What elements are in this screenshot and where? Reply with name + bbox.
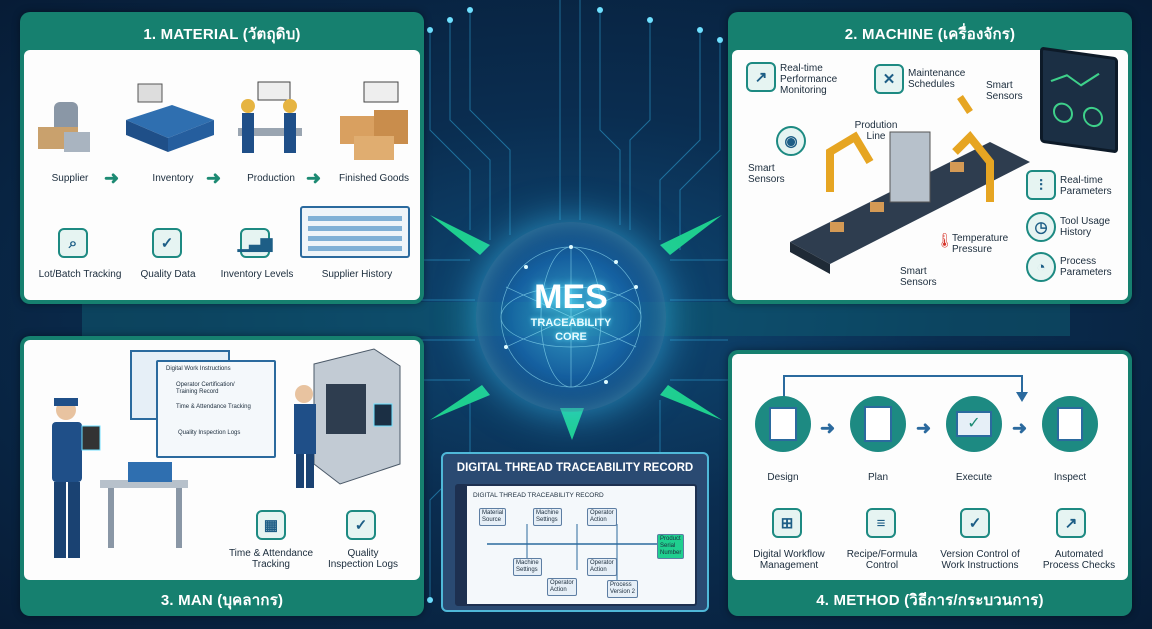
method-title: 4. METHOD (วิธีการ/กระบวนการ) [816, 592, 1044, 609]
feature-lot-batch-tracking: Lot/Batch Tracking [38, 269, 122, 280]
label-smart-sensors-top: Smart Sensors [986, 80, 1023, 102]
screen-time-attendance: Time & Attendance Tracking [176, 404, 251, 410]
node-machine-settings-2: Machine Settings [513, 558, 542, 576]
plan-icon [850, 396, 906, 452]
traceability-record-panel: DIGITAL THREAD TRACEABILITY RECORD DIGIT… [441, 452, 709, 612]
node-machine-settings: Machine Settings [533, 508, 562, 526]
method-panel: 4. METHOD (วิธีการ/กระบวนการ) [728, 350, 1132, 616]
core-subtitle-2: CORE [555, 331, 587, 343]
flow-finished-goods: Finished Goods [338, 173, 410, 184]
arrow-right-icon: ➜ [206, 168, 222, 188]
label-tool-usage-history: Tool Usage History [1060, 216, 1111, 238]
label-smart-sensors-left: Smart Sensors [748, 163, 785, 185]
workflow-icon: ⊞ [772, 508, 802, 538]
material-title: 1. MATERIAL (วัตถุดิบ) [143, 26, 301, 43]
gauge-icon: ◔ [1026, 252, 1056, 282]
feature-quality-data: Quality Data [140, 269, 196, 280]
parameters-sliders-icon: ⫶ [1026, 170, 1056, 200]
finished-goods-illustration [334, 80, 414, 164]
node-process-version: Process Version 2 [607, 580, 639, 598]
performance-monitoring-icon: ↗ [746, 62, 776, 92]
supplier-history-screen [300, 206, 410, 258]
node-operator-action: Operator Action [587, 508, 617, 526]
feature-recipe-control: Recipe/Formula Control [846, 549, 918, 571]
feature-automated-checks: Automated Process Checks [1042, 549, 1116, 571]
maintenance-wrench-icon: ✕ [874, 64, 904, 94]
feature-time-attendance: Time & Attendance Tracking [228, 548, 314, 570]
inspection-clipboard-icon: ✓ [346, 510, 376, 540]
flow-plan: Plan [867, 472, 888, 483]
method-loop-arrow [783, 375, 1028, 402]
lot-tracking-icon: ⌕ [58, 228, 88, 258]
automated-check-icon: ↗ [1056, 508, 1086, 538]
thermometer-icon: 🌡 [936, 232, 954, 248]
production-illustration [228, 78, 310, 168]
arrow-right-icon: ➜ [820, 418, 836, 438]
operator-illustration [40, 390, 190, 580]
version-control-icon: ✓ [960, 508, 990, 538]
node-product-serial: Product Serial Number [657, 534, 685, 559]
feature-inventory-levels: Inventory Levels [220, 269, 294, 280]
flow-supplier: Supplier [51, 173, 89, 184]
flow-production: Production [247, 173, 295, 184]
cnc-machine-illustration [284, 344, 404, 494]
label-maintenance-schedules: Maintenance Schedules [908, 68, 966, 90]
flow-inventory: Inventory [152, 173, 194, 184]
arrow-right-icon: ➜ [916, 418, 932, 438]
label-smart-sensors-bottom: Smart Sensors [900, 266, 937, 288]
arrow-right-icon: ➜ [1012, 418, 1028, 438]
record-title: DIGITAL THREAD TRACEABILITY RECORD [456, 462, 694, 474]
node-operator-action-3: Operator Action [547, 578, 577, 596]
tool-history-clock-icon: ◷ [1026, 212, 1056, 242]
core-subtitle-1: TRACEABILITY [530, 317, 612, 329]
man-screens: Digital Work Instructions Operator Certi… [130, 350, 280, 460]
recipe-icon: ≡ [866, 508, 896, 538]
node-operator-action-2: Operator Action [587, 558, 617, 576]
label-temperature-pressure: Temperature Pressure [952, 233, 1009, 255]
screen-work-instructions: Digital Work Instructions [166, 366, 231, 372]
label-realtime-parameters: Real-time Parameters [1060, 175, 1112, 197]
record-screen: DIGITAL THREAD TRACEABILITY RECORD Mater… [455, 484, 697, 606]
core-network-icon [500, 245, 642, 388]
screen-inspection-logs: Quality Inspection Logs [178, 430, 241, 436]
flow-inspect: Inspect [1053, 472, 1087, 483]
feature-version-control: Version Control of Work Instructions [940, 549, 1020, 571]
dashboard-monitor [1040, 46, 1118, 154]
screen-operator-certification: Operator Certification/ Training Record [176, 382, 235, 395]
label-production-line: Prodution Line [854, 120, 898, 142]
machine-title: 2. MACHINE (เครื่องจักร) [844, 26, 1016, 43]
design-icon [755, 396, 811, 452]
quality-data-icon: ✓ [152, 228, 182, 258]
man-title: 3. MAN (บุคลากร) [160, 592, 284, 609]
production-line-illustration [790, 92, 1040, 282]
sensor-icon: ◉ [776, 126, 806, 156]
feature-digital-workflow: Digital Workflow Management [753, 549, 825, 571]
execute-icon: ✓ [946, 396, 1002, 452]
core-title: MES [534, 278, 608, 316]
calendar-icon: ▦ [256, 510, 286, 540]
supplier-illustration [34, 92, 94, 162]
label-process-parameters: Process Parameters [1060, 256, 1112, 278]
feature-quality-inspection-logs: Quality Inspection Logs [327, 548, 399, 570]
arrow-right-icon: ➜ [104, 168, 120, 188]
node-material-source: Material Source [479, 508, 507, 526]
arrow-right-icon: ➜ [306, 168, 322, 188]
inventory-levels-icon: ▁▃▆ [238, 228, 272, 258]
inspect-icon [1042, 396, 1098, 452]
feature-supplier-history: Supplier History [321, 269, 393, 280]
record-screen-title: DIGITAL THREAD TRACEABILITY RECORD [473, 492, 604, 499]
label-performance-monitoring: Real-time Performance Monitoring [780, 63, 838, 96]
inventory-illustration [122, 80, 218, 160]
flow-execute: Execute [955, 472, 993, 483]
flow-design: Design [767, 472, 799, 483]
